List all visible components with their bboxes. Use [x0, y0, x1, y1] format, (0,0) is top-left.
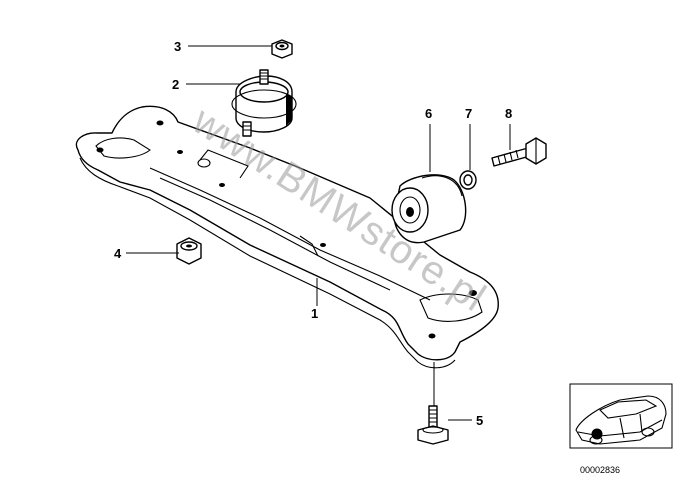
bolt-part-5: [417, 405, 449, 445]
callout-4: 4: [114, 246, 122, 261]
crossmember-part: [75, 105, 499, 369]
thumbnail-ref-number: 00002836: [580, 465, 620, 475]
bolt-part-8: [491, 137, 547, 167]
callout-8: 8: [505, 106, 512, 121]
leader-lines: [126, 45, 511, 421]
callout-2: 2: [172, 77, 179, 92]
bushing-part-6: [391, 174, 467, 244]
location-marker: [591, 428, 603, 440]
callout-6: 6: [425, 106, 432, 121]
washer-part-7: [459, 170, 477, 190]
vehicle-thumbnail: [569, 383, 673, 449]
callout-1: 1: [311, 306, 318, 321]
callout-7: 7: [465, 106, 472, 121]
nut-part-3: [271, 39, 293, 59]
callout-3: 3: [174, 39, 181, 54]
rubber-mount-part: [231, 69, 297, 137]
car-outline-icon: [575, 395, 667, 445]
callout-5: 5: [476, 413, 483, 428]
nut-part-4: [176, 237, 202, 265]
